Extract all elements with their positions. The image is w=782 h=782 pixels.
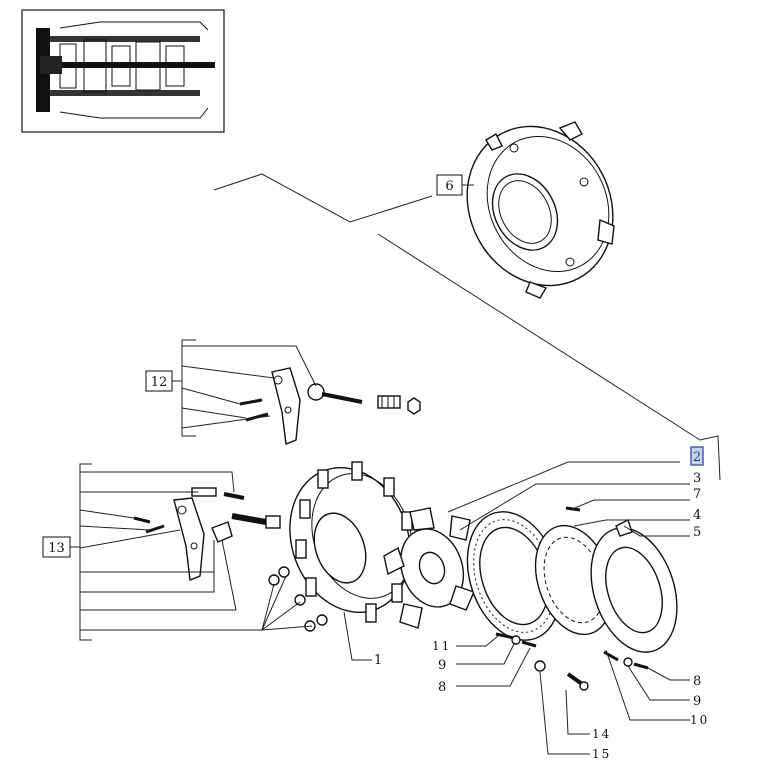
part-2-driven-disc-hub[interactable]: [383, 507, 475, 629]
callout-label-8-left[interactable]: 8: [438, 680, 446, 695]
part-1-pressure-plate[interactable]: [270, 451, 430, 630]
part-12-release-lever-group[interactable]: [239, 367, 421, 445]
callout-label-13: 13: [48, 541, 65, 556]
callout-label-9-right[interactable]: 9: [693, 694, 701, 709]
callout-label-6: 6: [445, 179, 453, 194]
callout-label-4[interactable]: 4: [693, 508, 701, 523]
hardware-bolts[interactable]: [495, 506, 649, 691]
part-6-clutch-cover[interactable]: [440, 101, 641, 312]
callout-label-14[interactable]: 14: [592, 727, 611, 741]
callout-box-12[interactable]: 12: [145, 370, 173, 392]
callout-label-10[interactable]: 10: [690, 713, 709, 727]
callout-label-11[interactable]: 11: [432, 639, 451, 653]
inset-thumbnail[interactable]: [21, 9, 225, 133]
callout-label-1[interactable]: 1: [374, 653, 382, 668]
callout-label-15[interactable]: 15: [592, 747, 611, 761]
part-10-outer-plate[interactable]: [576, 517, 692, 663]
callout-label-8-right[interactable]: 8: [693, 674, 701, 689]
callout-label-7[interactable]: 7: [693, 487, 701, 502]
callout-box-6[interactable]: 6: [436, 174, 463, 196]
callout-label-5[interactable]: 5: [693, 525, 701, 540]
callout-box-2-highlighted[interactable]: 2: [690, 446, 704, 466]
callout-label-12: 12: [151, 375, 168, 390]
callout-box-13[interactable]: 13: [42, 536, 71, 558]
leader-lines: [70, 173, 721, 755]
part-13-lever-group[interactable]: [133, 487, 328, 632]
part-11-friction-disc[interactable]: [452, 500, 576, 653]
callout-label-3[interactable]: 3: [693, 471, 701, 486]
callout-label-2: 2: [693, 450, 701, 465]
callout-label-9-left[interactable]: 9: [438, 658, 446, 673]
